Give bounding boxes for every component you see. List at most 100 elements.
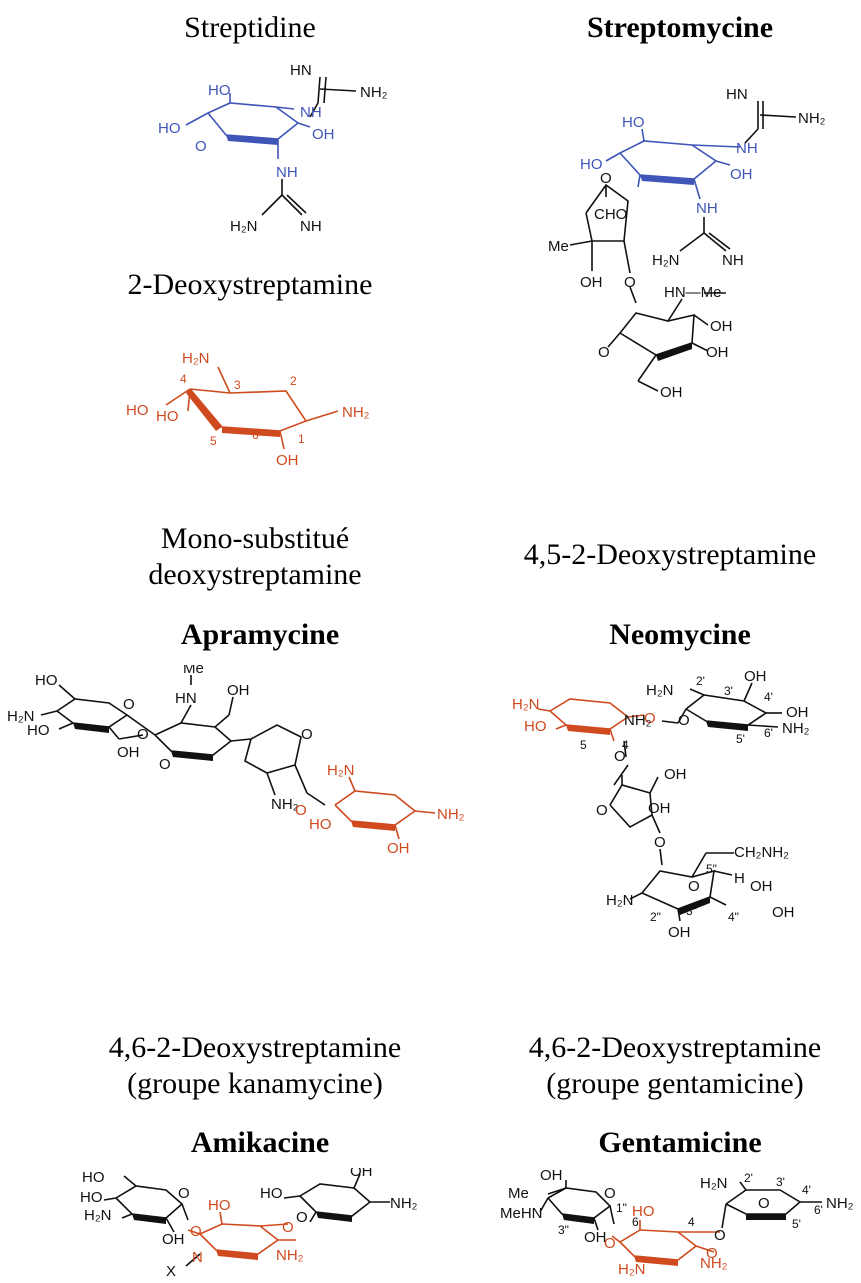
- genta-o-ring2: O: [758, 1195, 770, 1212]
- neo-oh-furan2: OH: [648, 800, 671, 817]
- genta-num-4: 4: [688, 1215, 695, 1229]
- deoxy-num-5: 5: [210, 434, 217, 448]
- neo-num-5p: 5': [736, 732, 745, 746]
- deoxy-num-4: 4: [180, 372, 187, 386]
- apra-o-link: O: [137, 726, 149, 743]
- streptidine-nh2: NH₂: [360, 84, 388, 101]
- neo-o-link: O: [614, 748, 626, 765]
- genta-nh2-right: NH₂: [826, 1195, 854, 1212]
- apra-oh-1: OH: [117, 744, 140, 761]
- caption-2-deoxystreptamine: 2-Deoxystreptamine: [127, 268, 373, 301]
- streptidine-o: O: [195, 138, 207, 155]
- neo-h: H: [734, 870, 745, 887]
- apra-o-ring3: O: [301, 726, 313, 743]
- genta-num-4p: 4': [802, 1183, 811, 1197]
- amik-h2n: H₂N: [84, 1207, 112, 1224]
- amik-nh2-right: NH₂: [390, 1195, 418, 1212]
- caption-kanamycine-line2: (groupe kanamycine): [127, 1067, 383, 1100]
- genta-mehn: MeHN: [500, 1205, 543, 1222]
- amik-o-orange2: O: [282, 1219, 294, 1236]
- caption-gentamicine: Gentamicine: [598, 1126, 762, 1159]
- neo-oh-r1: OH: [750, 878, 773, 895]
- streptomycine-h2n: H₂N: [652, 252, 680, 269]
- genta-o-link: O: [714, 1227, 726, 1244]
- apra-ho-orange: HO: [309, 816, 332, 833]
- amik-o-ring1: O: [178, 1185, 190, 1202]
- genta-h2n-orange: H₂N: [618, 1261, 646, 1278]
- genta-o-orange: O: [604, 1235, 616, 1252]
- streptidine-nh-bottom: NH: [276, 164, 298, 181]
- genta-me: Me: [508, 1185, 529, 1202]
- streptomycine-structure: HO HO OH NH NH HN NH₂ H₂N NH O CHO Me OH…: [548, 86, 826, 401]
- caption-kanamycine-line1: 4,6-2-Deoxystreptamine: [108, 1031, 402, 1064]
- streptomycine-cho: CHO: [594, 206, 627, 223]
- neo-ho-orange: HO: [524, 718, 547, 735]
- neo-num-4pp: 4": [728, 910, 739, 924]
- streptomycine-nh-mid: NH: [696, 200, 718, 217]
- neo-oh-r2: OH: [772, 904, 795, 921]
- amik-o-orange: O: [190, 1223, 202, 1240]
- amik-ho-2: HO: [80, 1189, 103, 1206]
- genta-o-orange2: O: [706, 1245, 718, 1262]
- streptomycine-hn: HN: [726, 86, 748, 103]
- genta-num-2p: 2': [744, 1171, 753, 1185]
- genta-num-3p: 3': [776, 1175, 785, 1189]
- neo-o-link2: O: [654, 834, 666, 851]
- streptomycine-oh-1: OH: [710, 318, 733, 335]
- neo-oh-top: OH: [744, 668, 767, 685]
- deoxy-ho-1: HO: [126, 402, 149, 419]
- neo-oh-right: OH: [786, 704, 809, 721]
- deoxy-num-2: 2: [290, 374, 297, 388]
- deoxy-ho-2: HO: [156, 408, 179, 425]
- genta-oh-bottom: OH: [584, 1229, 607, 1246]
- neo-o-ring1: O: [678, 712, 690, 729]
- apra-oh-orange: OH: [387, 840, 410, 857]
- neo-o-furan: O: [596, 802, 608, 819]
- streptidine-h2n: H₂N: [230, 218, 258, 235]
- apra-o-ring1: O: [123, 696, 135, 713]
- apra-oh-2: OH: [227, 682, 250, 699]
- genta-num-3pp: 3": [558, 1223, 569, 1237]
- neo-num-2pp: 2": [650, 910, 661, 924]
- apra-o-ring2: O: [159, 756, 171, 773]
- apramycine-structure: HO H₂N HO O OH O Me HN OH O O NH₂ H₂N O …: [7, 665, 465, 857]
- deoxy-num-3: 3: [234, 378, 241, 392]
- streptomycine-oh-2: OH: [706, 344, 729, 361]
- streptomycine-me: Me: [548, 238, 569, 255]
- neo-num-2p: 2': [696, 674, 705, 688]
- streptomycine-o-ring2: O: [598, 344, 610, 361]
- streptidine-ho-left: HO: [158, 120, 181, 137]
- caption-gentamicine-line2: (groupe gentamicine): [546, 1067, 804, 1100]
- caption-streptomycine: Streptomycine: [586, 11, 774, 44]
- streptomycine-hn-me: HN—Me: [664, 284, 722, 301]
- apra-me: Me: [183, 665, 204, 677]
- caption-neomycine: Neomycine: [609, 618, 751, 651]
- streptomycine-ho-top: HO: [622, 114, 645, 131]
- genta-num-1pp: 1": [616, 1201, 627, 1215]
- streptomycine-nh-guan: NH: [722, 252, 744, 269]
- deoxy-h2n: H₂N: [182, 350, 210, 367]
- streptidine-hn: HN: [290, 62, 312, 79]
- streptomycine-o-ring: O: [600, 170, 612, 187]
- caption-streptidine: Streptidine: [184, 11, 316, 44]
- caption-apramycine: Apramycine: [180, 618, 340, 651]
- caption-gentamicine-line1: 4,6-2-Deoxystreptamine: [528, 1031, 822, 1064]
- genta-num-6: 6: [632, 1215, 639, 1229]
- apra-nh2: NH₂: [271, 796, 299, 813]
- amikacine-structure: HO HO H₂N O OH HO OH O NH₂ X O HO N O NH…: [80, 1168, 418, 1280]
- neo-num-5pp: 5": [706, 862, 717, 876]
- amik-ho-1: HO: [82, 1169, 105, 1186]
- amik-ho-right: HO: [260, 1185, 283, 1202]
- apra-ho-left: HO: [27, 722, 50, 739]
- streptidine-ho-top: HO: [208, 82, 231, 99]
- neo-nh2-mid: NH₂: [624, 712, 652, 729]
- genta-num-5p: 5': [792, 1217, 801, 1231]
- amik-o-ring2: O: [296, 1209, 308, 1226]
- amik-ho-orange: HO: [208, 1197, 231, 1214]
- neo-num-4p: 4': [764, 690, 773, 704]
- deoxystreptamine-structure: H₂N HO HO NH₂ OH 4 3 2 5 6 1: [126, 350, 370, 469]
- gentamicine-structure: OH Me MeHN O 1" 3" OH H₂N 2' 3' 4' O 6' …: [500, 1168, 854, 1278]
- streptomycine-nh2: NH₂: [798, 110, 826, 127]
- streptidine-oh: OH: [312, 126, 335, 143]
- amik-n-orange: N: [192, 1249, 203, 1266]
